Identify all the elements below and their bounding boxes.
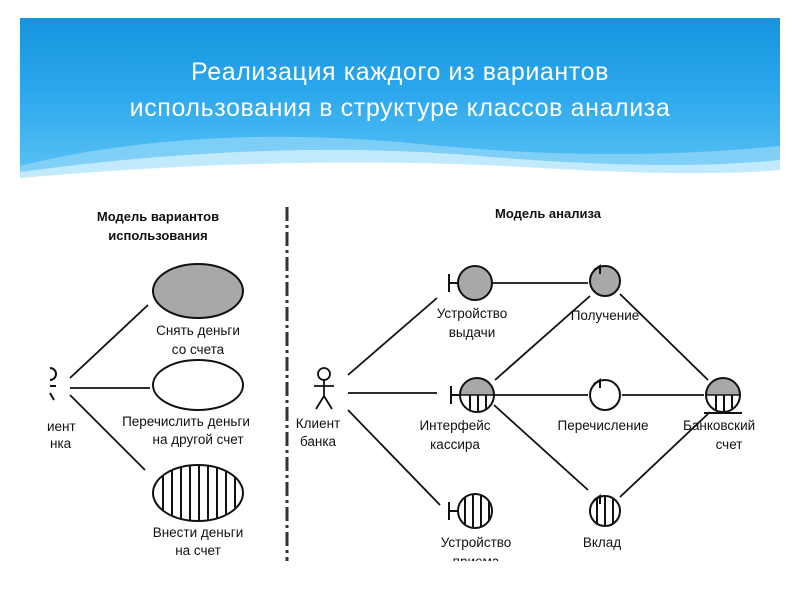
use-case-deposit-label-1: Внести деньги — [153, 525, 244, 540]
use-case-transfer-ellipse — [152, 359, 244, 411]
diagram-right-edge-mask — [762, 190, 800, 590]
use-case-deposit-ellipse — [152, 464, 244, 522]
deposit-label: Вклад — [583, 535, 621, 550]
use-case-transfer-label-1: Перечислить деньги — [122, 414, 250, 429]
use-case-associations — [69, 304, 150, 471]
use-case-model-heading-2: использования — [108, 228, 208, 243]
use-case-actor-icon — [49, 367, 57, 401]
withdrawal-control-icon — [589, 264, 621, 297]
use-case-deposit-label-2: на счет — [175, 543, 221, 558]
analysis-relationships — [347, 282, 711, 506]
acceptor-label-1: Устройство — [441, 535, 512, 550]
use-case-withdraw-label-2: со счета — [172, 342, 225, 357]
dispenser-label-1: Устройство — [437, 306, 508, 321]
title-line-2: использования в структуре классов анализ… — [129, 94, 671, 122]
bank-account-label-2: счет — [716, 437, 743, 452]
use-case-withdraw-ellipse — [152, 263, 244, 319]
bank-client-label-1: Клиент — [296, 416, 340, 431]
header-wave-decoration — [20, 136, 780, 178]
use-case-model-heading-1: Модель вариантов — [97, 209, 219, 224]
use-case-transfer-label-2: на другой счет — [153, 432, 244, 447]
slide-header: Реализация каждого из вариантов использо… — [20, 18, 780, 178]
transfer-control-icon — [589, 378, 621, 411]
cashier-interface-boundary-icon — [450, 377, 495, 413]
diagram-bottom-edge-mask — [285, 561, 762, 600]
acceptor-boundary-icon — [448, 493, 493, 529]
bank-account-label-1: Банковский — [683, 418, 755, 433]
use-case-actor-label-2: нка — [50, 436, 72, 451]
dispenser-boundary-icon — [448, 265, 493, 301]
analysis-model-heading: Модель анализа — [495, 206, 602, 221]
bank-client-label-2: банка — [300, 434, 337, 449]
dispenser-label-2: выдачи — [449, 325, 496, 340]
use-case-actor-label-1: иент — [47, 419, 76, 434]
withdrawal-label: Получение — [571, 308, 640, 323]
bank-account-entity-icon — [704, 377, 742, 414]
cashier-interface-label-2: кассира — [430, 437, 480, 452]
deposit-control-icon — [589, 494, 621, 527]
bank-client-actor-icon — [314, 367, 334, 410]
cashier-interface-label-1: Интерфейс — [419, 418, 490, 433]
transfer-label: Перечисление — [558, 418, 649, 433]
title-line-1: Реализация каждого из вариантов — [191, 58, 609, 86]
slide-title: Реализация каждого из вариантов использо… — [20, 54, 780, 126]
use-case-withdraw-label-1: Снять деньги — [156, 323, 240, 338]
